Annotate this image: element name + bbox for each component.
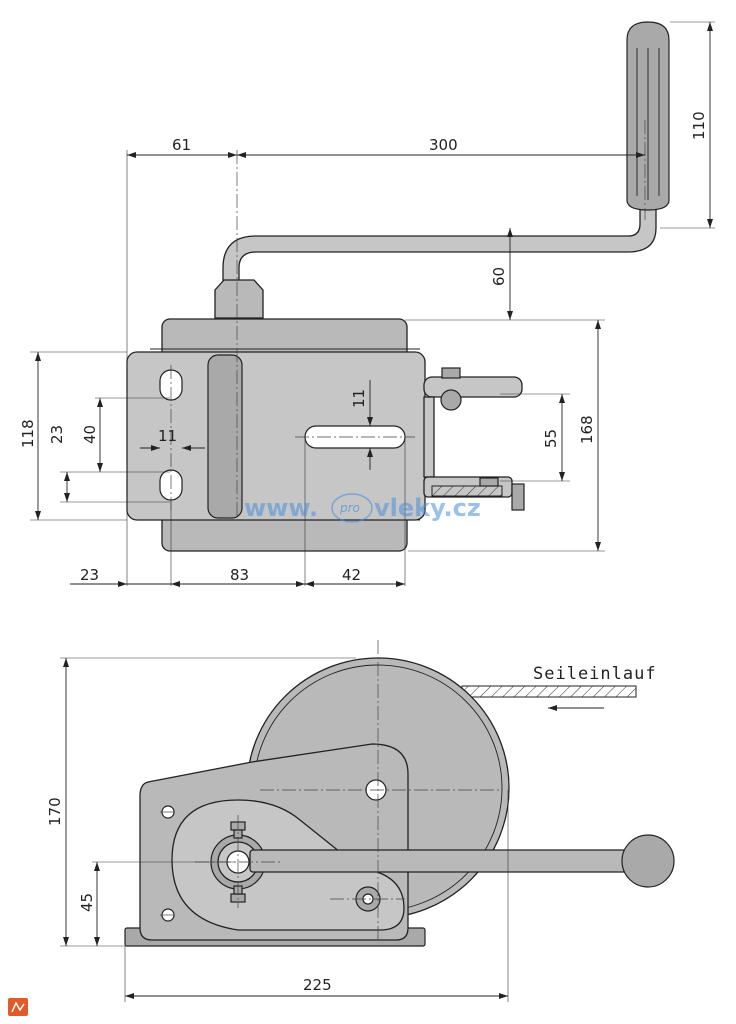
- dim-42: 42: [342, 566, 361, 584]
- crank-arm: [222, 199, 657, 287]
- ratchet-bar: [207, 354, 243, 519]
- corner-logo-icon: [8, 998, 28, 1016]
- dim-225: 225: [303, 976, 332, 994]
- dim-118: 118: [19, 419, 37, 448]
- dim-170: 170: [46, 797, 64, 826]
- watermark: www. pro vleky.cz: [244, 493, 481, 523]
- dim-11-top: 11: [350, 389, 368, 408]
- dim-168: 168: [578, 415, 596, 444]
- pawl-mechanism: [423, 367, 525, 511]
- crank-handle: [626, 21, 670, 211]
- dim-61: 61: [172, 136, 191, 154]
- dim-23-bottom: 23: [80, 566, 99, 584]
- dim-45: 45: [78, 893, 96, 912]
- shaft-hub: [214, 279, 264, 319]
- dim-300: 300: [429, 136, 458, 154]
- dim-40: 40: [81, 425, 99, 444]
- crank-knob: [621, 834, 675, 888]
- svg-text:www.: www.: [244, 494, 318, 522]
- rope-label: Seileinlauf: [533, 664, 657, 684]
- side-view: Seileinlauf: [46, 640, 675, 1002]
- top-view: 61 300 110 60 118 23 40 11 11 55 168 23 …: [19, 21, 715, 587]
- dim-55: 55: [542, 429, 560, 448]
- dim-110: 110: [690, 111, 708, 140]
- svg-text:pro: pro: [339, 501, 360, 515]
- crank-side: [249, 849, 649, 873]
- dim-60: 60: [490, 267, 508, 286]
- dim-83: 83: [230, 566, 249, 584]
- dim-23-left: 23: [48, 425, 66, 444]
- svg-text:vleky.cz: vleky.cz: [374, 494, 481, 522]
- dim-11-left: 11: [158, 427, 177, 445]
- rope: [461, 685, 637, 698]
